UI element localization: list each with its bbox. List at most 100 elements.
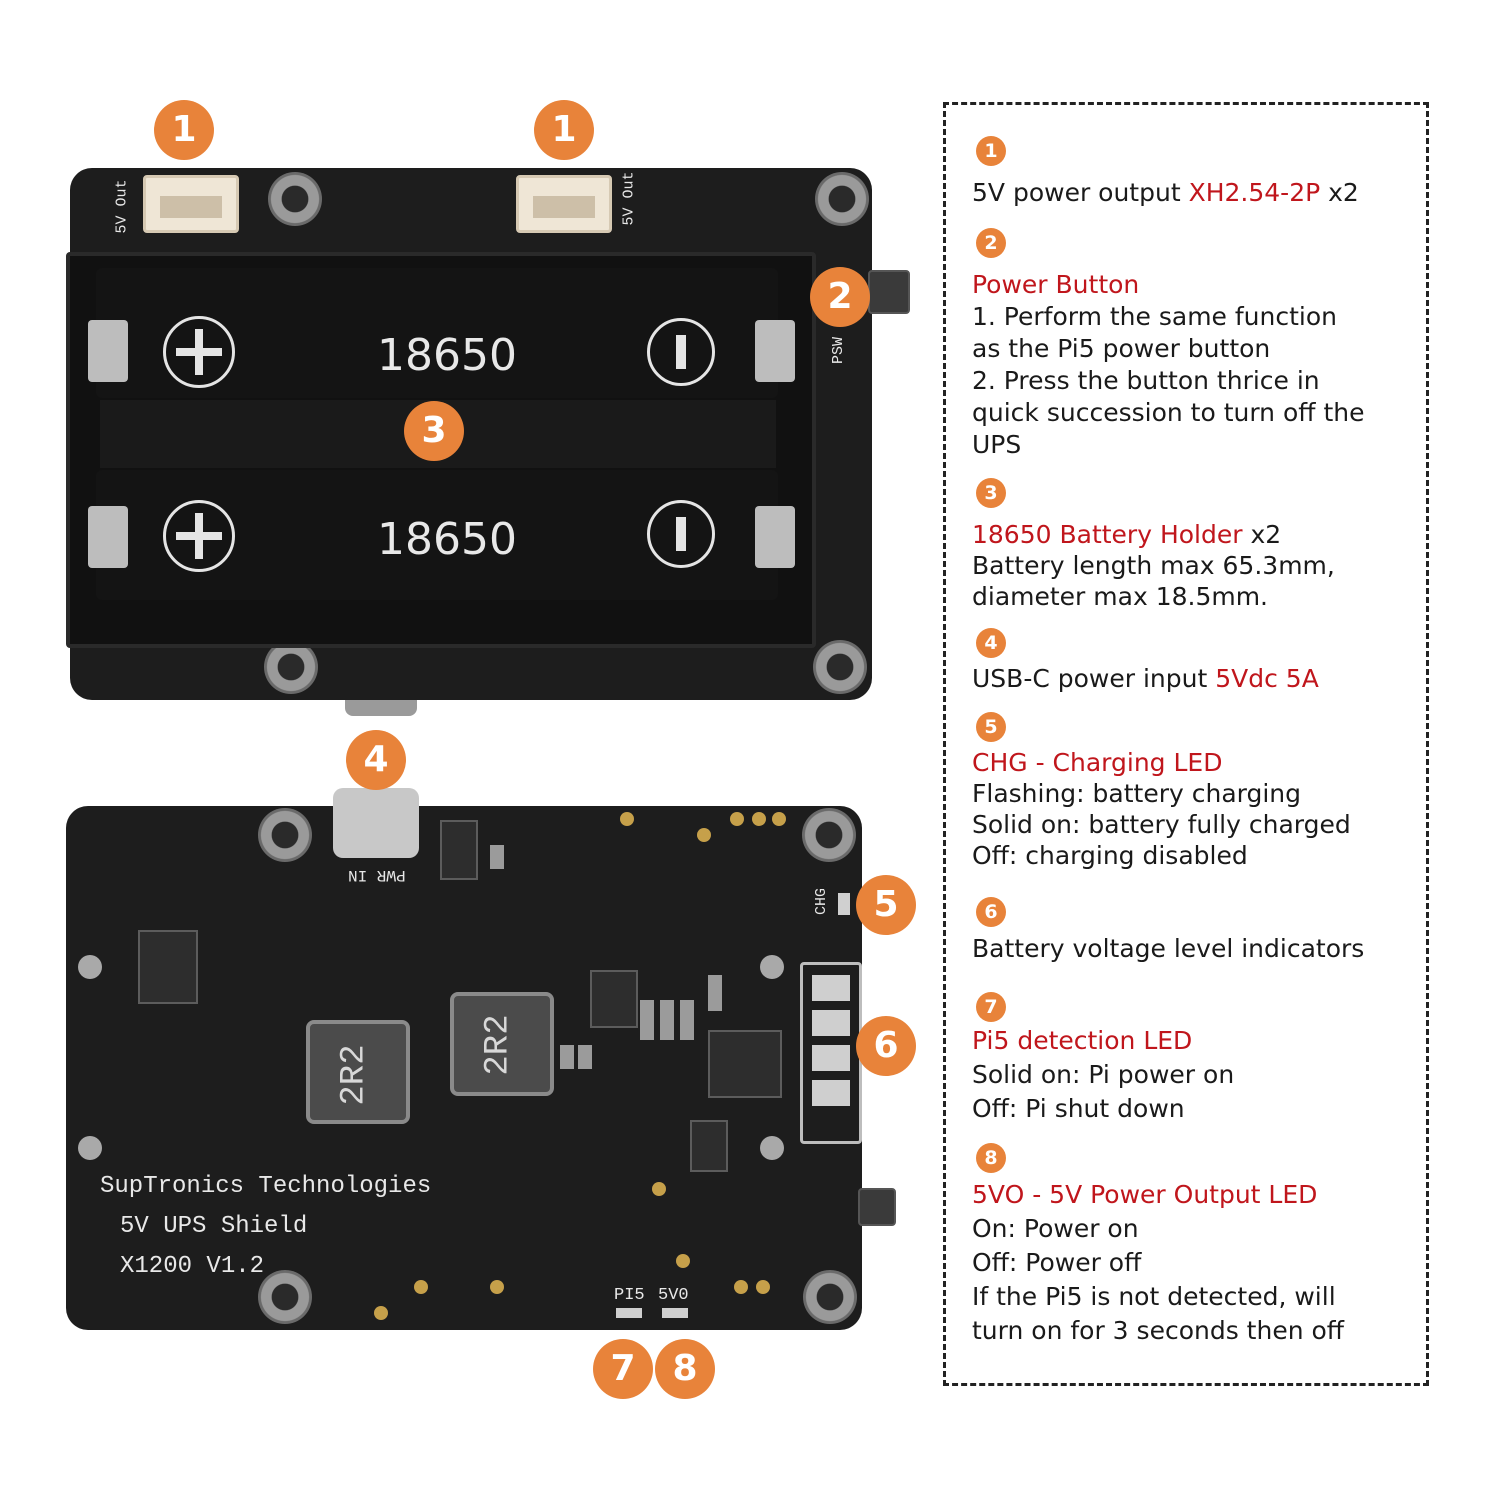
legend-line: USB-C power input 5Vdc 5A [972,663,1319,695]
ic-chip-3 [690,1120,728,1172]
resistor-4 [708,975,722,1011]
xh-connector-right [516,175,612,233]
legend-number-2: 2 [976,228,1006,258]
callout-5: 5 [856,875,916,935]
label-5v0: 5V0 [658,1286,689,1305]
legend-line: 1. Perform the same function [972,301,1337,333]
test-pad-8 [490,1280,504,1294]
test-pad-10 [676,1254,690,1268]
mount-hole-bl [264,640,318,694]
legend-text: Flashing: battery charging [972,779,1302,808]
test-pad-3 [730,812,744,826]
plus-terminal-icon-upper [163,316,235,388]
ic-chip-4 [440,820,478,880]
battery-level-led-1 [812,975,850,1001]
legend-line: Battery voltage level indicators [972,933,1364,965]
label-chg: CHG [813,887,831,916]
chg-led [838,893,850,915]
legend-text: x2 [1320,178,1359,207]
legend-number-8: 8 [976,1143,1006,1173]
legend-text: 1. Perform the same function [972,302,1338,331]
legend-line: quick succession to turn off the [972,397,1364,429]
legend-number-7: 7 [976,992,1006,1022]
test-pad-6 [652,1182,666,1196]
callout-6: 6 [856,1016,916,1076]
legend-highlight-text: 5VO - 5V Power Output LED [972,1180,1318,1209]
legend-text: Battery length max 65.3mm, [972,551,1335,580]
legend-text: x2 [1242,520,1282,549]
mount-hole-tr [815,172,869,226]
usb-c-port[interactable] [333,788,419,858]
legend-text: Solid on: Pi power on [972,1060,1235,1089]
test-pad-4 [752,812,766,826]
legend-highlight-text: 5Vdc 5A [1215,664,1319,693]
legend-text: Off: Pi shut down [972,1094,1185,1123]
legend-number-5: 5 [976,712,1006,742]
label-18650-upper: 18650 [377,330,517,381]
legend-highlight-text: XH2.54-2P [1188,178,1321,207]
legend-number-1: 1 [976,136,1006,166]
legend-line: 2. Press the button thrice in [972,365,1320,397]
test-pad-1 [620,812,634,826]
label-psw: PSW [830,336,848,365]
usb-c-edge-top [345,700,417,716]
legend-highlight-text: Power Button [972,270,1140,299]
battery-clip-ur [755,320,795,382]
test-pad-12 [756,1280,770,1294]
callout-7: 7 [593,1339,653,1399]
callout-3: 3 [404,401,464,461]
test-pad-5 [772,812,786,826]
label-inductor-left: 2R2 [335,1044,374,1106]
label-pwr-in: PWR IN [348,866,406,884]
legend-highlight-text: 18650 Battery Holder [972,520,1243,549]
legend-text: USB-C power input [972,664,1216,693]
mount-pad-left-2 [78,1136,102,1160]
battery-clip-ll [88,506,128,568]
brand-line-3: X1200 V1.2 [120,1253,265,1280]
test-pad-9 [374,1306,388,1320]
mount-hole-tl [268,172,322,226]
legend-text: quick succession to turn off the [972,398,1365,427]
ic-chip-1 [590,970,638,1028]
inductor-right [450,992,554,1096]
legend-text: UPS [972,430,1022,459]
legend-number-3: 3 [976,478,1006,508]
mount-hole-br [813,640,867,694]
diode-package [138,930,198,1004]
resistor-1 [640,1000,654,1040]
side-power-button[interactable] [858,1188,896,1226]
legend-text: as the Pi5 power button [972,334,1271,363]
brand-line-2: 5V UPS Shield [120,1213,308,1240]
mount-hole-b-tl [258,808,312,862]
legend-line: 5VO - 5V Power Output LED [972,1179,1317,1211]
legend-line: UPS [972,429,1021,461]
legend-text: diameter max 18.5mm. [972,582,1269,611]
pi5-led [616,1308,642,1318]
legend-text: Off: charging disabled [972,841,1248,870]
legend-line: turn on for 3 seconds then off [972,1315,1344,1347]
callout-8: 8 [655,1339,715,1399]
legend-highlight-text: Pi5 detection LED [972,1026,1193,1055]
legend-line: Off: Power off [972,1247,1141,1279]
legend-line: Battery length max 65.3mm, [972,550,1335,582]
legend-line: Solid on: battery fully charged [972,809,1351,841]
legend-line: Off: Pi shut down [972,1093,1185,1125]
legend-line: as the Pi5 power button [972,333,1270,365]
resistor-3 [680,1000,694,1040]
legend-text: If the Pi5 is not detected, will [972,1282,1336,1311]
mount-pad-right-1 [760,955,784,979]
legend-line: Flashing: battery charging [972,778,1301,810]
brand-line-1: SupTronics Technologies [100,1173,432,1200]
label-pi5: PI5 [614,1286,645,1305]
mount-hole-b-br [803,1270,857,1324]
callout-1-left: 1 [154,100,214,160]
resistor-7 [578,1045,592,1069]
battery-level-led-2 [812,1010,850,1036]
5v0-led [662,1308,688,1318]
battery-level-led-4 [812,1080,850,1106]
power-button[interactable] [868,270,910,314]
resistor-6 [560,1045,574,1069]
legend-line: 18650 Battery Holder x2 [972,519,1281,551]
legend-line: diameter max 18.5mm. [972,581,1268,613]
